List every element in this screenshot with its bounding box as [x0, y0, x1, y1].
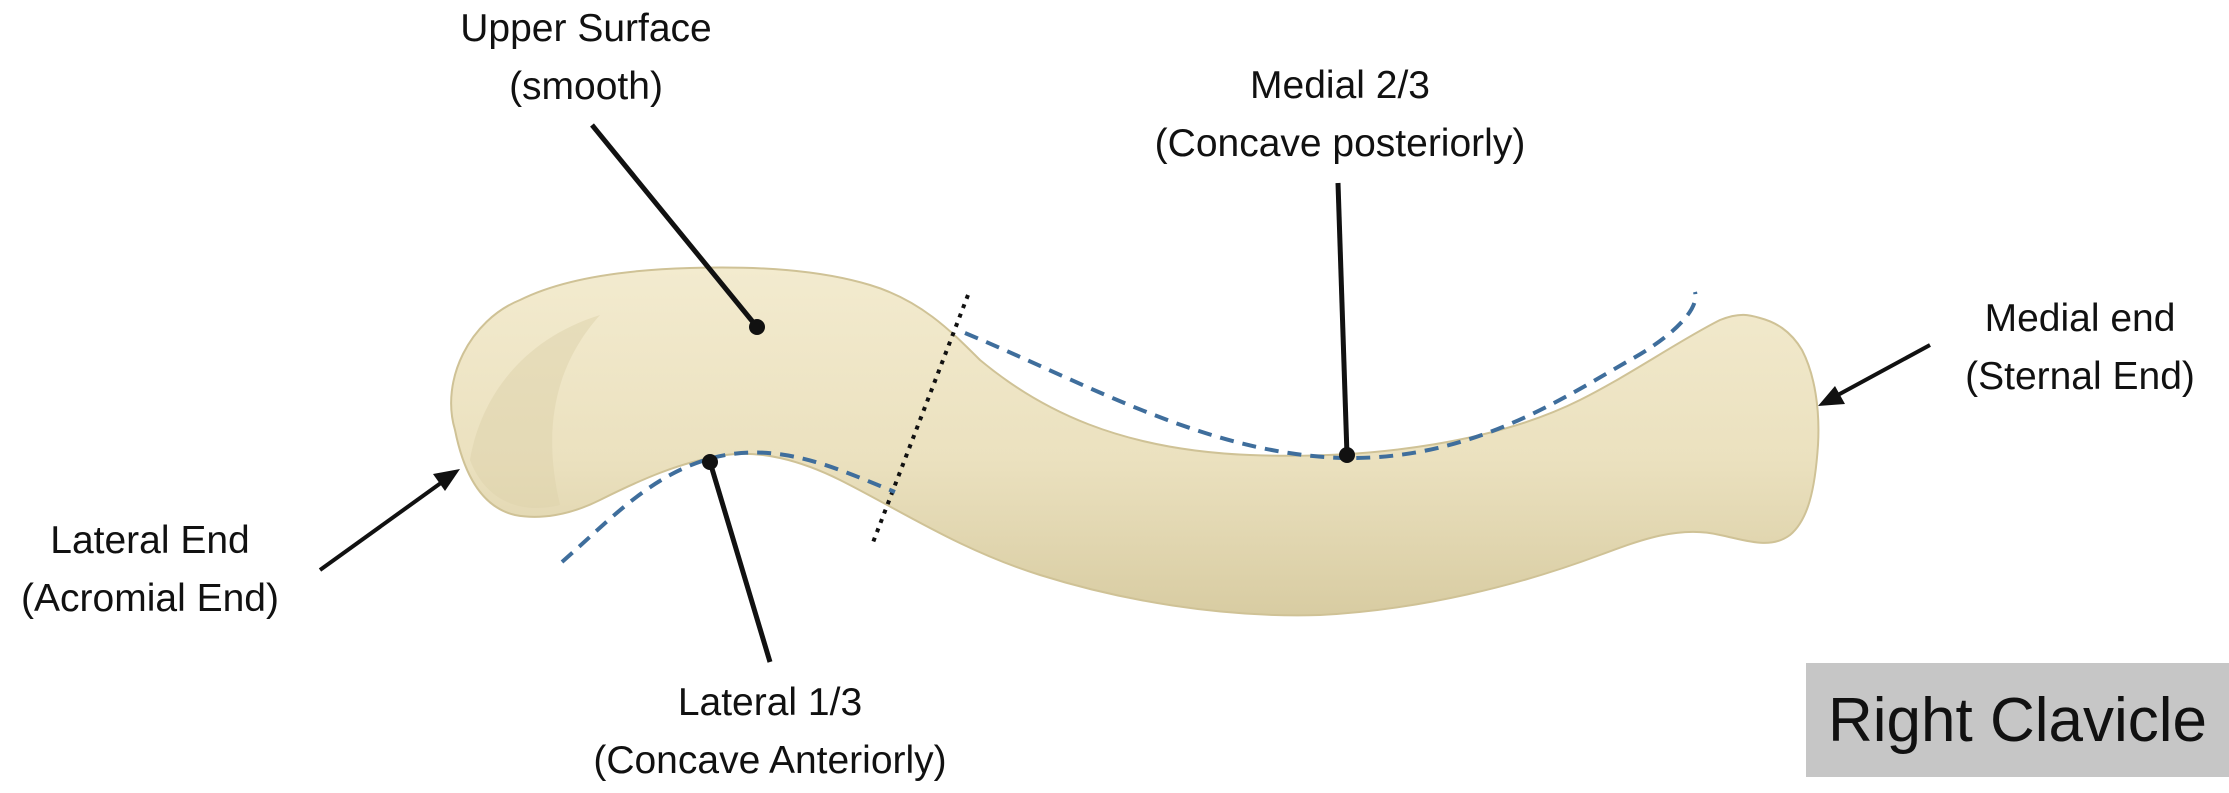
medial-end-label-line1: Medial end — [1935, 290, 2225, 348]
lateral-third-leader — [710, 462, 770, 662]
lateral-third-point — [702, 454, 718, 470]
lateral-third-label-line1: Lateral 1/3 — [540, 674, 1000, 732]
lateral-end-arrow-line — [320, 480, 445, 570]
medial-end-arrow-line — [1836, 345, 1930, 396]
upper-surface-label-line2: (smooth) — [396, 58, 776, 116]
lateral-end-label: Lateral End (Acromial End) — [0, 512, 300, 628]
lateral-third-label-line2: (Concave Anteriorly) — [540, 732, 1000, 790]
medial-two-thirds-label: Medial 2/3 (Concave posteriorly) — [1110, 57, 1570, 173]
medial-end-arrowhead — [1818, 386, 1845, 406]
medial-two-thirds-label-line1: Medial 2/3 — [1110, 57, 1570, 115]
medial-two-thirds-point — [1339, 447, 1355, 463]
upper-surface-label-line1: Upper Surface — [396, 0, 776, 58]
clavicle-bone — [451, 268, 1818, 616]
upper-surface-point — [749, 319, 765, 335]
title-box: Right Clavicle — [1806, 663, 2229, 777]
lateral-end-label-line2: (Acromial End) — [0, 570, 300, 628]
medial-two-thirds-label-line2: (Concave posteriorly) — [1110, 115, 1570, 173]
lateral-end-label-line1: Lateral End — [0, 512, 300, 570]
medial-end-label-line2: (Sternal End) — [1935, 348, 2225, 406]
page-title: Right Clavicle — [1828, 685, 2207, 756]
medial-two-thirds-leader — [1338, 183, 1347, 455]
medial-end-label: Medial end (Sternal End) — [1935, 290, 2225, 406]
upper-surface-label: Upper Surface (smooth) — [396, 0, 776, 116]
lateral-third-label: Lateral 1/3 (Concave Anteriorly) — [540, 674, 1000, 790]
